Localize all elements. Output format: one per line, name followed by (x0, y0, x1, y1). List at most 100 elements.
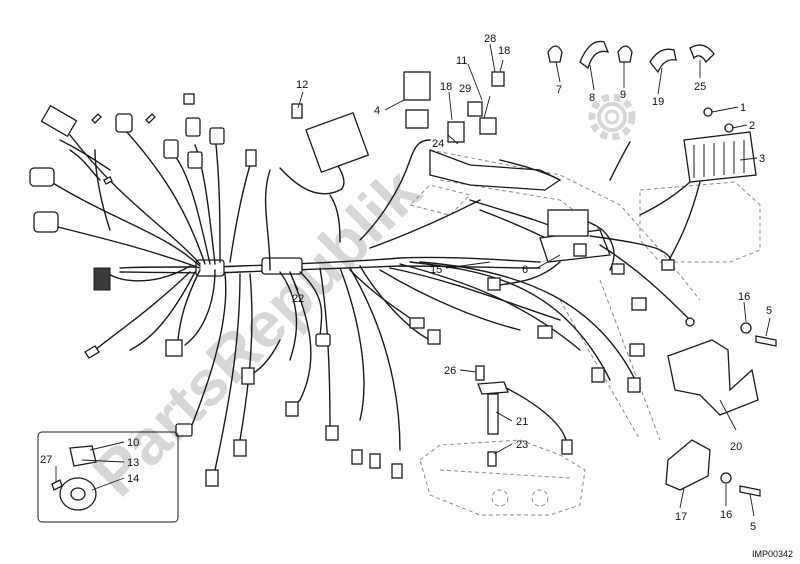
connector (245, 149, 257, 167)
callout-label: 24 (432, 138, 444, 150)
connector (175, 423, 193, 437)
relay (467, 101, 483, 117)
callout-label: 16 (738, 291, 750, 303)
clip (689, 44, 715, 64)
callout-label: 16 (720, 509, 732, 521)
callout-label: 27 (40, 454, 52, 466)
callout-label: 6 (522, 264, 528, 276)
harness-sleeve (261, 257, 303, 275)
coil-body (477, 381, 509, 395)
inset-frame (37, 431, 179, 523)
callout-label: 14 (127, 473, 139, 485)
callout-label: 9 (620, 89, 626, 101)
connector (205, 469, 219, 487)
connector (29, 167, 55, 187)
callout-labels: 1 2 3 4 5 5 6 7 8 9 10 11 12 13 14 15 16… (40, 33, 772, 533)
connector (93, 267, 111, 291)
relay (479, 117, 497, 135)
connector (187, 151, 203, 169)
connector (661, 259, 675, 271)
callout-label: 8 (589, 92, 595, 104)
callout-label: 25 (694, 81, 706, 93)
terminal (145, 113, 156, 124)
screw (724, 123, 734, 133)
mounting-bracket (665, 322, 777, 497)
voltage-regulator (611, 107, 757, 275)
drawing-code: IMP00342 (752, 549, 793, 559)
screw (703, 107, 713, 117)
screw (475, 365, 485, 381)
connector (627, 377, 641, 393)
gear-icon (588, 93, 636, 141)
connector (185, 117, 201, 137)
callout-label: 21 (516, 416, 528, 428)
connector (183, 93, 195, 105)
left-branches (39, 129, 253, 471)
connector (611, 263, 625, 275)
connector (351, 449, 363, 465)
callout-label: 7 (556, 84, 562, 96)
clip (649, 48, 677, 74)
horn-bracket (69, 445, 97, 467)
callout-label: 2 (749, 120, 755, 132)
center-connectors (241, 297, 647, 479)
callout-label: 28 (484, 33, 496, 45)
bracket-17 (665, 439, 711, 491)
fuse (405, 109, 429, 129)
connector (409, 317, 425, 329)
bracket (429, 149, 562, 191)
callout-label: 23 (516, 439, 528, 451)
coil-tube (487, 393, 499, 435)
screw (51, 479, 63, 491)
callout-label: 1 (740, 102, 746, 114)
callout-label: 15 (430, 264, 442, 276)
connector (325, 425, 339, 441)
connector (591, 367, 605, 383)
connector (629, 343, 645, 357)
callout-label: 13 (127, 457, 139, 469)
grommet (685, 317, 695, 327)
screw (739, 485, 761, 497)
callout-label: 11 (456, 55, 467, 67)
connector (33, 211, 59, 233)
connector (561, 439, 573, 455)
connector (40, 104, 78, 138)
relay-module (547, 209, 589, 237)
clip (547, 45, 563, 63)
connector (369, 453, 381, 469)
callout-label: 22 (292, 293, 304, 305)
terminal (84, 345, 100, 359)
connector (291, 103, 303, 119)
left-connectors (29, 93, 257, 487)
connector (115, 113, 133, 133)
callout-label: 4 (374, 105, 380, 117)
horn-center (70, 487, 86, 501)
connector (631, 297, 647, 311)
callout-label: 26 (444, 365, 456, 377)
connector (427, 329, 441, 345)
harness-sleeve (195, 259, 225, 277)
callout-label: 3 (759, 153, 765, 165)
callout-label: 5 (766, 305, 772, 317)
horn-inset (37, 431, 179, 523)
connector (537, 325, 553, 339)
callout-label: 19 (652, 96, 664, 108)
callout-label: 29 (459, 83, 471, 95)
callout-label: 5 (750, 521, 756, 533)
connector (285, 401, 299, 417)
ignition-coil (475, 365, 573, 467)
callout-label: 10 (127, 437, 139, 449)
clip (617, 45, 633, 63)
callout-label: 18 (440, 81, 452, 93)
relay (447, 121, 465, 143)
connector (165, 339, 183, 357)
callout-label: 18 (498, 45, 510, 57)
upper-center-components (264, 71, 631, 271)
spark-plug (487, 451, 497, 467)
right-cluster (487, 209, 695, 327)
screw (755, 335, 777, 347)
connector (573, 243, 587, 257)
bracket-20 (667, 339, 759, 416)
relay (491, 71, 505, 87)
